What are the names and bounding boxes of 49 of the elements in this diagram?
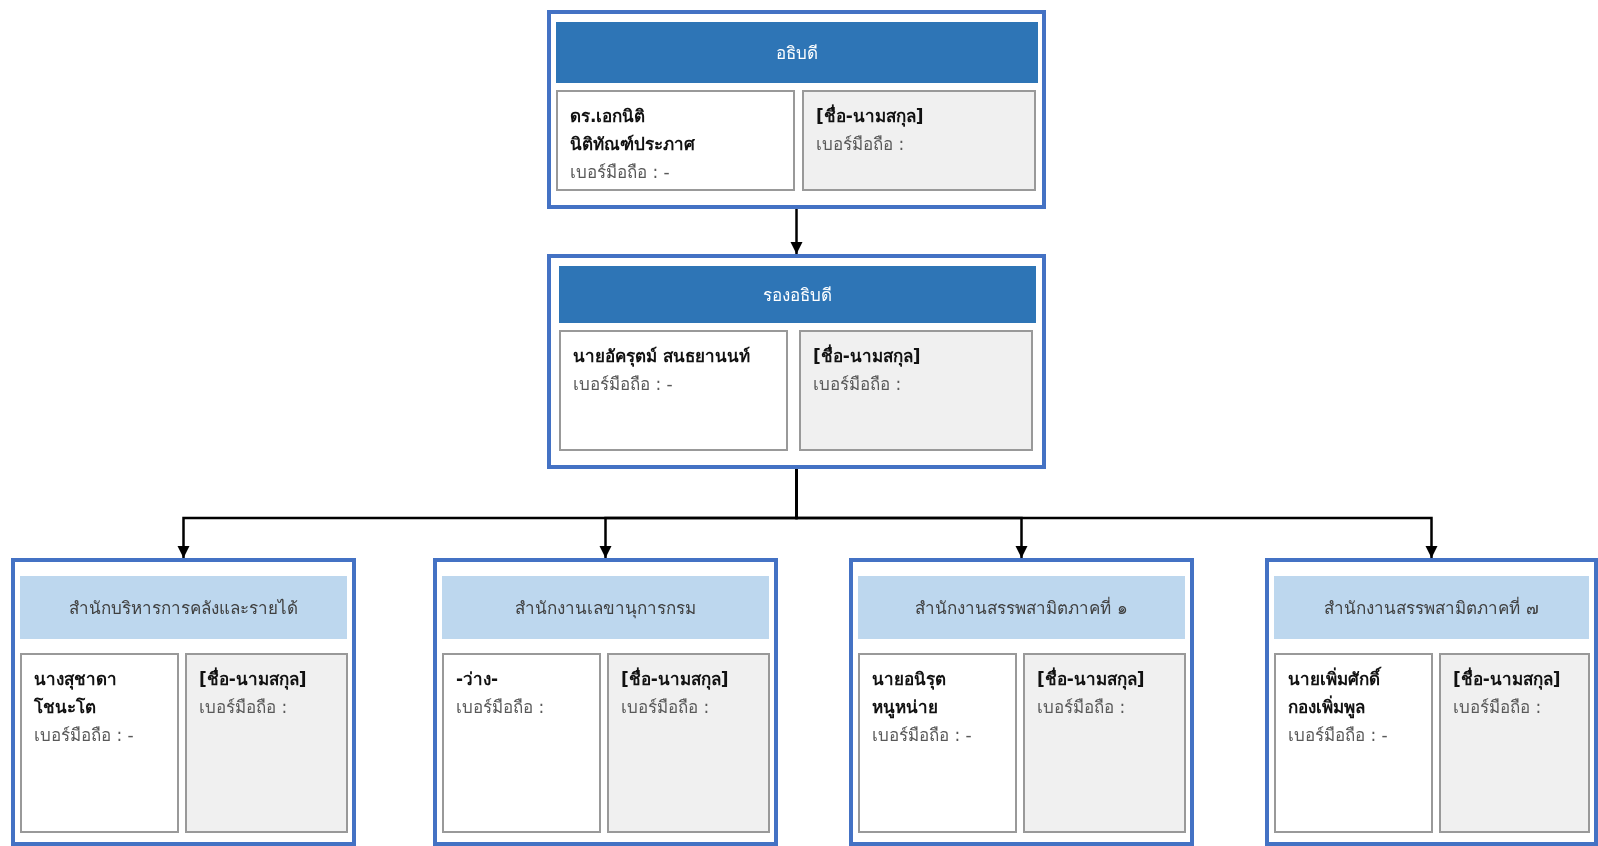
- name-text: [ชื่อ-นามสกุล]: [199, 666, 308, 692]
- title-bar: สำนักงานสรรพสามิตภาคที่ ๗: [1274, 576, 1589, 639]
- title-bar: สำนักงานสรรพสามิตภาคที่ ๑: [858, 576, 1185, 639]
- phone-text: เบอร์มือถือ :: [1453, 696, 1543, 719]
- connector-arrow: [790, 209, 803, 254]
- org-box: [11, 558, 356, 846]
- org-box: [1265, 558, 1598, 846]
- phone-text: เบอร์มือถือ :: [199, 696, 289, 719]
- org-box: [547, 10, 1046, 209]
- phone-text: เบอร์มือถือ :: [621, 696, 711, 719]
- phone-text: เบอร์มือถือ :: [816, 133, 906, 156]
- phone-text: เบอร์มือถือ : -: [570, 161, 671, 184]
- phone-text: เบอร์มือถือ :: [813, 373, 903, 396]
- name-text: [ชื่อ-นามสกุล]: [1037, 666, 1146, 692]
- person-card: [802, 90, 1036, 191]
- name-text: -ว่าง-: [456, 668, 500, 691]
- phone-text: เบอร์มือถือ : -: [34, 724, 135, 747]
- name-text: [ชื่อ-นามสกุล]: [813, 343, 922, 369]
- person-card: [799, 330, 1033, 451]
- title-bar: รองอธิบดี: [559, 266, 1036, 323]
- person-card: [556, 90, 795, 191]
- phone-text: เบอร์มือถือ : -: [872, 724, 973, 747]
- person-card: [442, 653, 601, 833]
- name-text: นายเพิ่มศักดิ์ กองเพิ่มพูล: [1288, 665, 1418, 721]
- person-card: [1274, 653, 1433, 833]
- name-text: นายอนิรุต หนูหน่าย: [872, 668, 947, 721]
- phone-text: เบอร์มือถือ :: [456, 696, 546, 719]
- person-card: [20, 653, 179, 833]
- name-text: นางสุชาดา โชนะโต: [34, 668, 118, 719]
- title-bar: สำนักบริหารการคลังและรายได้: [20, 576, 347, 639]
- name-text: นายอัครุตม์ สนธยานนท์: [573, 345, 751, 369]
- person-card: [1439, 653, 1590, 833]
- person-card: [185, 653, 348, 833]
- name-text: ดร.เอกนิติ นิติทัณฑ์ประภาศ: [570, 105, 696, 156]
- title-bar: สำนักงานเลขานุการกรม: [442, 576, 769, 639]
- org-box: [433, 558, 778, 846]
- phone-text: เบอร์มือถือ :: [1037, 696, 1127, 719]
- org-box: [849, 558, 1194, 846]
- person-card: [607, 653, 770, 833]
- title-bar: อธิบดี: [556, 22, 1038, 83]
- org-box: [547, 254, 1046, 469]
- phone-text: เบอร์มือถือ : -: [1288, 724, 1389, 747]
- name-text: [ชื่อ-นามสกุล]: [1453, 666, 1562, 692]
- person-card: [1023, 653, 1186, 833]
- person-card: [858, 653, 1017, 833]
- name-text: [ชื่อ-นามสกุล]: [621, 666, 730, 692]
- name-text: [ชื่อ-นามสกุล]: [816, 103, 925, 129]
- phone-text: เบอร์มือถือ : -: [573, 373, 674, 396]
- person-card: [559, 330, 788, 451]
